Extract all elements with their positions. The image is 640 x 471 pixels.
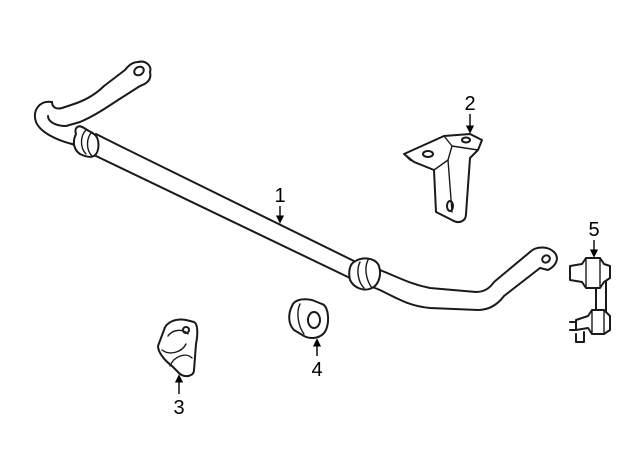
- callout-2: 2: [464, 93, 476, 134]
- clamp-bracket[interactable]: [157, 318, 199, 378]
- stabilizer-link[interactable]: [569, 257, 611, 343]
- callout-1: 1: [274, 185, 286, 224]
- callout-3-label: 3: [173, 397, 184, 419]
- bar-bushing[interactable]: [288, 298, 330, 339]
- stabilizer-bar[interactable]: [34, 60, 558, 311]
- callout-5-label: 5: [588, 219, 599, 241]
- mounting-bracket[interactable]: [403, 133, 483, 223]
- callout-5: 5: [588, 219, 600, 258]
- callout-4-label: 4: [311, 359, 322, 381]
- callout-1-label: 1: [274, 185, 285, 207]
- callout-4: 4: [311, 338, 323, 381]
- callout-2-label: 2: [464, 93, 475, 115]
- callout-3: 3: [173, 374, 185, 419]
